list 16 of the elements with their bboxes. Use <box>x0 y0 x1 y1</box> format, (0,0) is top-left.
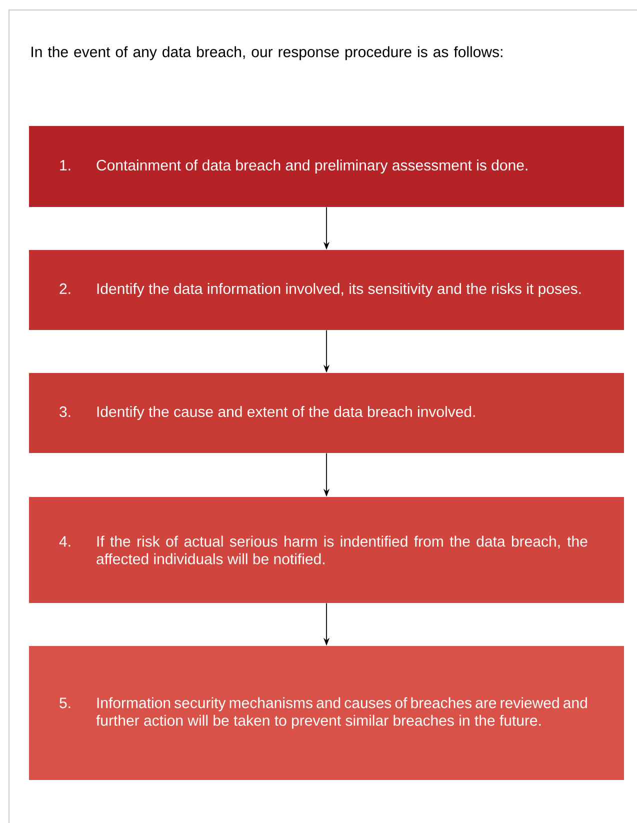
step-text: If the risk of actual serious harm is indentified from the data breach, the affected individuals will be notified. <box>96 536 588 564</box>
step-number: 1. <box>60 160 70 170</box>
step-number: 3. <box>60 406 70 418</box>
intro-text: In the event of any data breach, our response procedure is as follows: <box>32 46 502 60</box>
step-box <box>29 373 624 453</box>
step-number: 4. <box>59 536 70 547</box>
step-text: Containment of data breach and preliminary assessment is done. <box>96 160 528 174</box>
step-text: Identify the data information involved, its sensitivity and the risks it poses. <box>97 283 581 297</box>
step-text: Identify the cause and extent of the data breach involved. <box>97 406 475 420</box>
step-box <box>29 646 624 780</box>
step-number: 2. <box>60 283 70 294</box>
step-box <box>29 126 624 207</box>
step-box <box>29 497 624 603</box>
step-number: 5. <box>60 698 70 708</box>
step-box <box>29 250 624 330</box>
step-text: Information security mechanisms and causes of breaches are reviewed and further action will be taken to prevent similar breaches in the future. <box>96 697 587 729</box>
